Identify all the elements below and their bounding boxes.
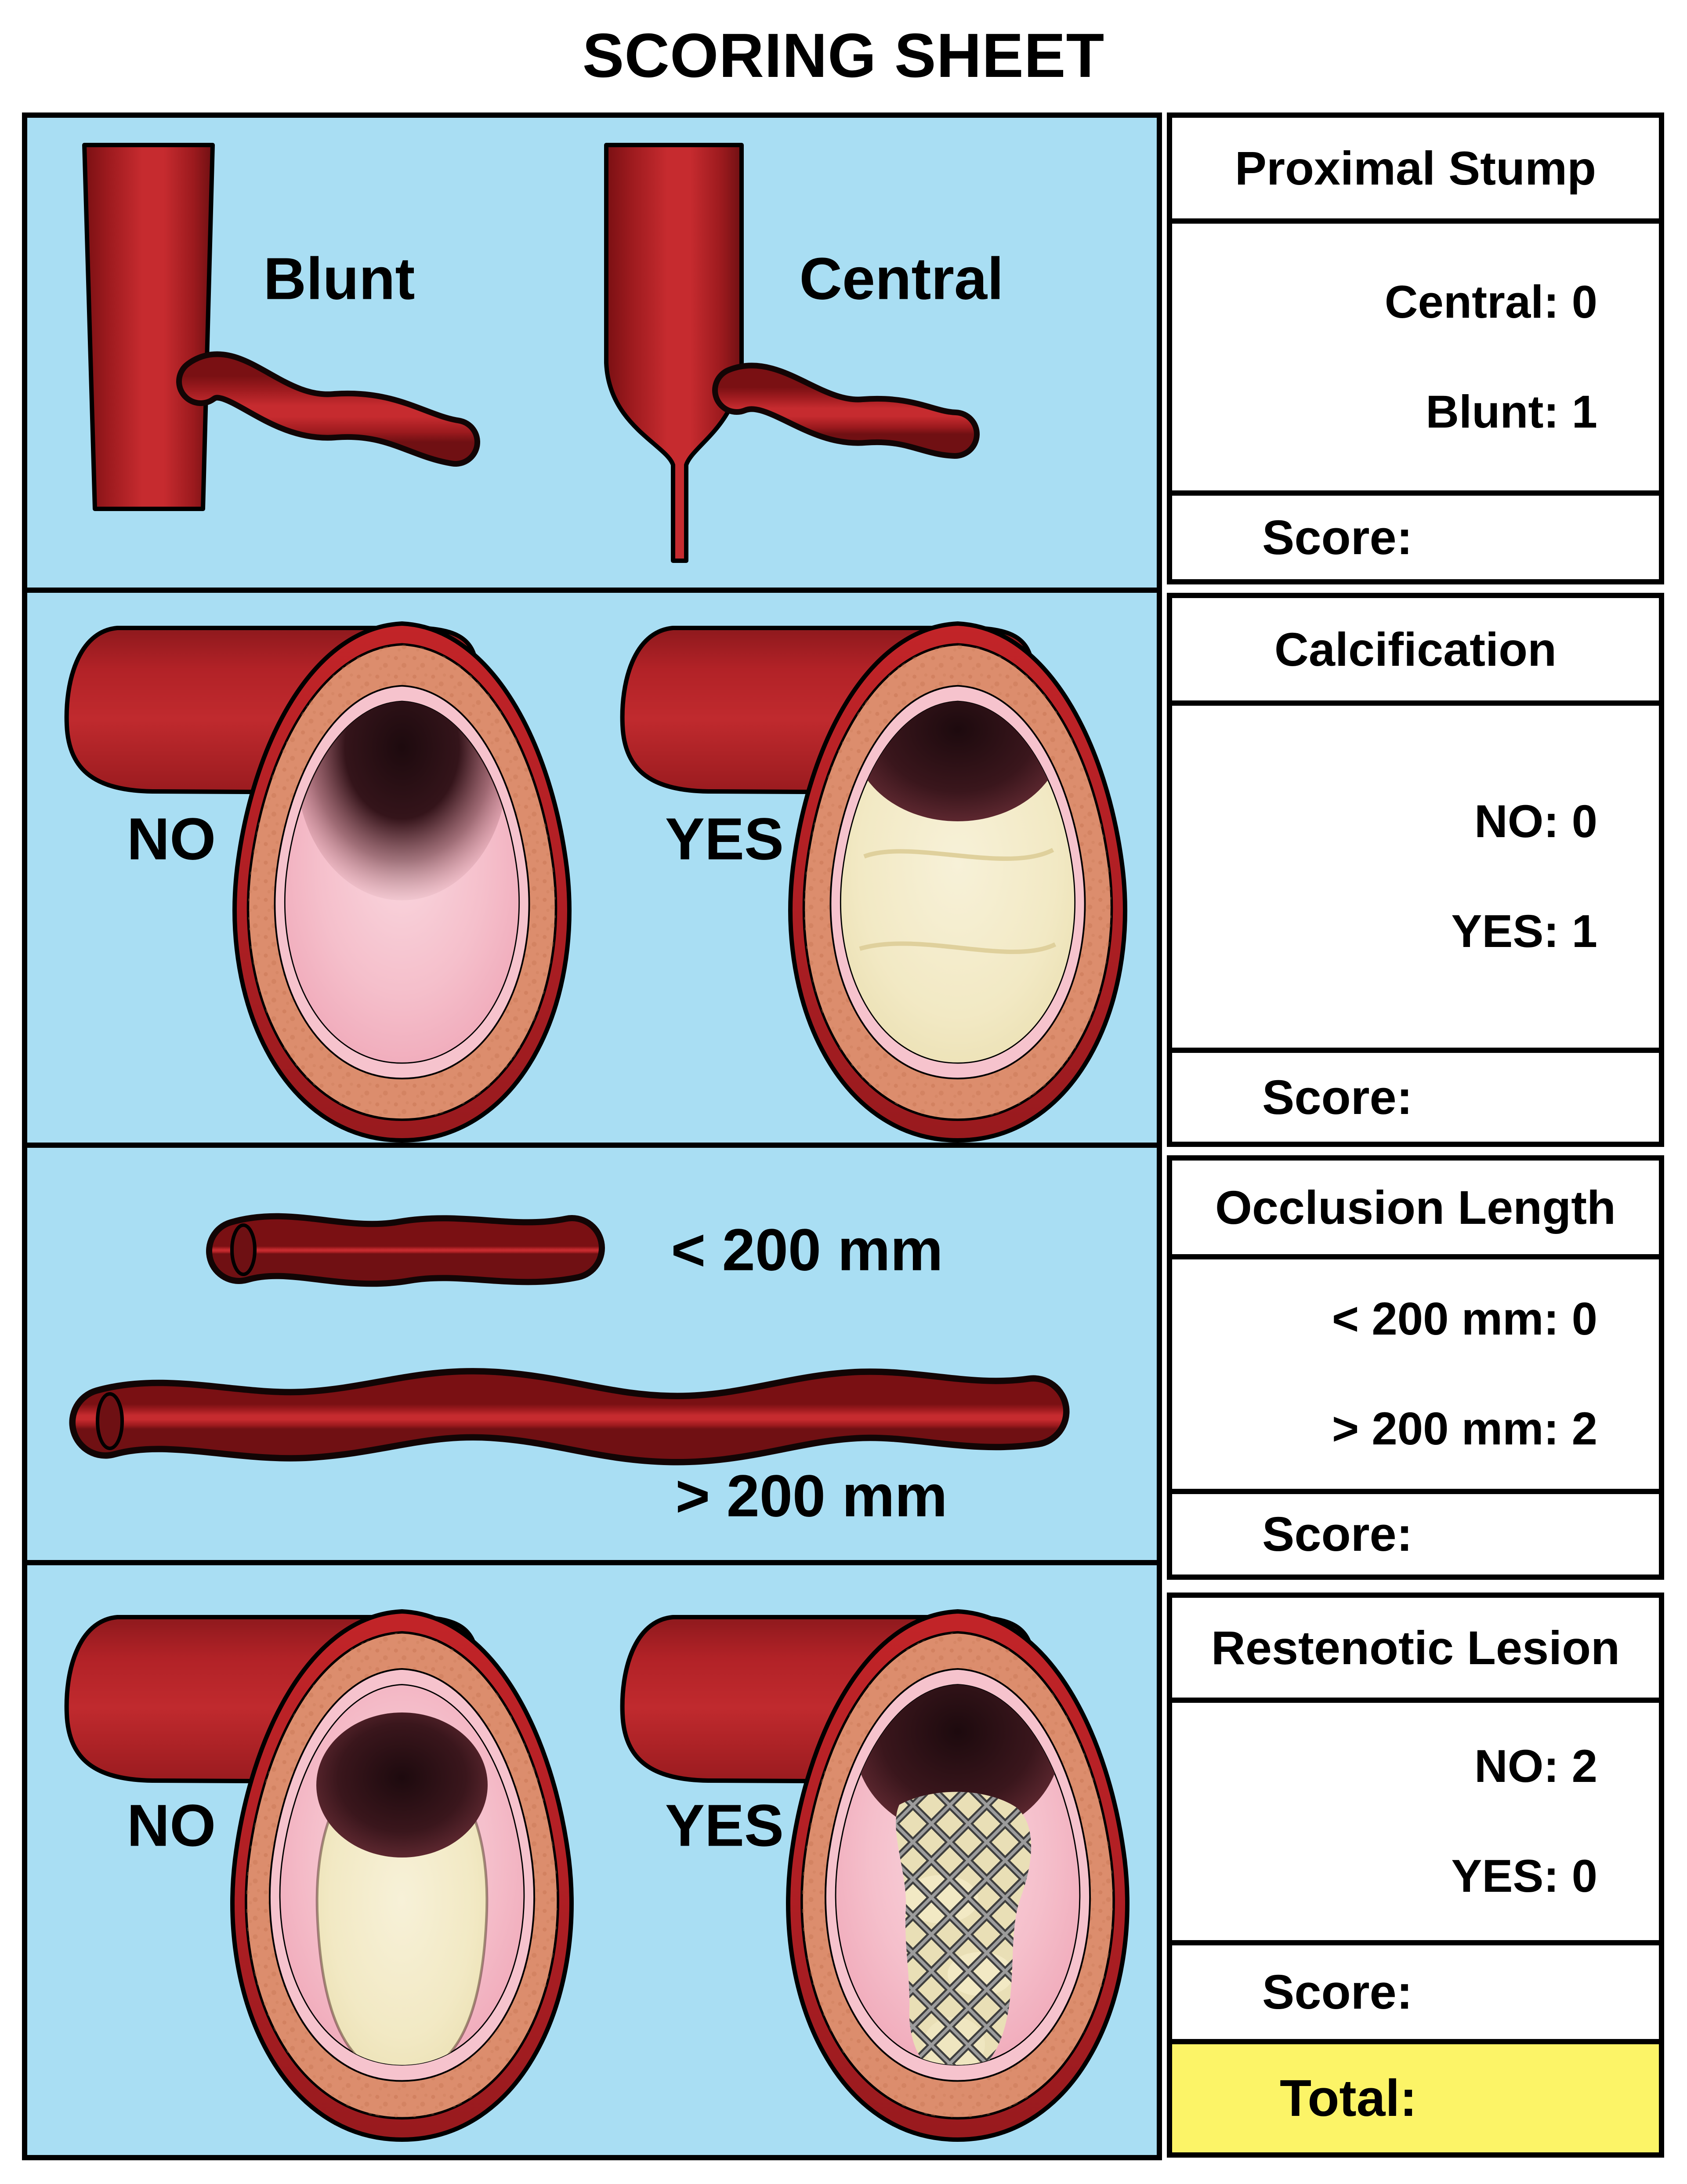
- section-header: Calcification: [1172, 598, 1659, 706]
- vessel-diagram-panel: Blunt Central: [22, 112, 1162, 2160]
- total-row: Total:: [1172, 2039, 1659, 2152]
- score-row: Score:: [1172, 490, 1659, 579]
- option-central: Central: 0: [1384, 276, 1597, 328]
- option-no: NO: 0: [1474, 796, 1597, 847]
- row-divider: [27, 1143, 1157, 1148]
- section-header: Restenotic Lesion: [1172, 1598, 1659, 1703]
- section-options: Central: 0 Blunt: 1: [1172, 224, 1659, 490]
- score-row: Score:: [1172, 1940, 1659, 2039]
- blunt-stump-vessel: [82, 143, 215, 511]
- central-side-branch-fill: [718, 368, 974, 453]
- option-long: > 200 mm: 2: [1332, 1403, 1597, 1455]
- label-no: NO: [127, 806, 216, 872]
- section-calcification: Calcification NO: 0 YES: 1 Score:: [1167, 593, 1664, 1147]
- central-stump-vessel: [604, 143, 744, 563]
- option-no: NO: 2: [1474, 1741, 1597, 1792]
- score-label: Score:: [1262, 510, 1413, 565]
- label-short-length: < 200 mm: [671, 1217, 943, 1283]
- short-vessel-opening: [230, 1223, 257, 1276]
- section-header: Occlusion Length: [1172, 1161, 1659, 1259]
- blunt-side-branch-fill: [182, 357, 474, 461]
- label-no: NO: [127, 1792, 216, 1859]
- section-options: NO: 0 YES: 1: [1172, 706, 1659, 1048]
- plaque-details: [853, 701, 1062, 954]
- label-central: Central: [799, 246, 1003, 312]
- label-long-length: > 200 mm: [675, 1463, 947, 1529]
- occlusive-plaque: [315, 1712, 489, 2065]
- score-row: Score:: [1172, 1489, 1659, 1575]
- short-vessel: [212, 1219, 599, 1281]
- label-yes: YES: [665, 1792, 784, 1859]
- row-divider: [27, 1560, 1157, 1565]
- page-title: SCORING SHEET: [582, 21, 1105, 91]
- section-header: Proximal Stump: [1172, 118, 1659, 224]
- section-options: NO: 2 YES: 0: [1172, 1703, 1659, 1940]
- section-proximal-stump: Proximal Stump Central: 0 Blunt: 1 Score…: [1167, 112, 1664, 584]
- score-row: Score:: [1172, 1048, 1659, 1142]
- score-label: Score:: [1262, 1070, 1413, 1125]
- option-blunt: Blunt: 1: [1426, 386, 1597, 438]
- option-short: < 200 mm: 0: [1332, 1293, 1597, 1345]
- section-occlusion-length: Occlusion Length < 200 mm: 0 > 200 mm: 2…: [1167, 1155, 1664, 1580]
- option-yes: YES: 0: [1451, 1850, 1597, 1902]
- restenotic-lesion-illustration: NO YES: [27, 1565, 1157, 2155]
- label-blunt: Blunt: [264, 246, 415, 312]
- occlusion-length-illustration: < 200 mm > 200 mm: [69, 1213, 1070, 1529]
- section-options: < 200 mm: 0 > 200 mm: 2: [1172, 1259, 1659, 1489]
- label-yes: YES: [665, 806, 784, 872]
- section-restenotic-lesion: Restenotic Lesion NO: 2 YES: 0 Score: To…: [1167, 1593, 1664, 2158]
- proximal-stump-illustration: Blunt Central: [82, 143, 1004, 563]
- long-vessel-opening: [96, 1392, 124, 1450]
- calcification-illustration: NO YES: [27, 593, 1157, 1143]
- row-divider: [27, 588, 1157, 593]
- option-yes: YES: 1: [1451, 906, 1597, 957]
- score-label: Score:: [1262, 1965, 1413, 2019]
- total-label: Total:: [1280, 2069, 1417, 2127]
- score-label: Score:: [1262, 1507, 1413, 1561]
- long-vessel: [76, 1374, 1063, 1459]
